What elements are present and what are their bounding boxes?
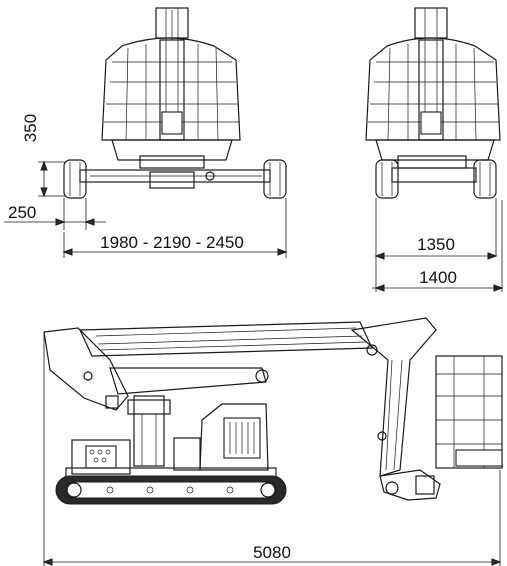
dim-label-track-width-rear-outer: 1400 [419, 268, 457, 287]
front-wheel-left [63, 159, 87, 199]
dim-label-wheel-width: 250 [8, 203, 36, 222]
turret-arm [43, 327, 129, 411]
side-basket [435, 355, 503, 469]
side-view [43, 317, 503, 505]
rear-view [365, 7, 501, 199]
dim-label-track-width-front: 1980 - 2190 - 2450 [100, 233, 244, 252]
jib-upright [350, 317, 437, 477]
lower-arm [109, 367, 267, 395]
front-view [63, 7, 287, 199]
front-wheel-right [263, 159, 287, 199]
dim-label-overall-length: 5080 [253, 543, 291, 562]
rear-wheel-right [473, 159, 497, 199]
rear-mast [414, 7, 448, 39]
turret-column [133, 395, 165, 467]
rear-wheel-left [375, 159, 399, 199]
dimension-lines [4, 160, 504, 566]
dim-label-wheel-height: 350 [21, 114, 40, 142]
boom-arm [79, 321, 373, 357]
dim-label-track-width-rear-inner: 1350 [417, 235, 455, 254]
control-box [71, 439, 131, 475]
